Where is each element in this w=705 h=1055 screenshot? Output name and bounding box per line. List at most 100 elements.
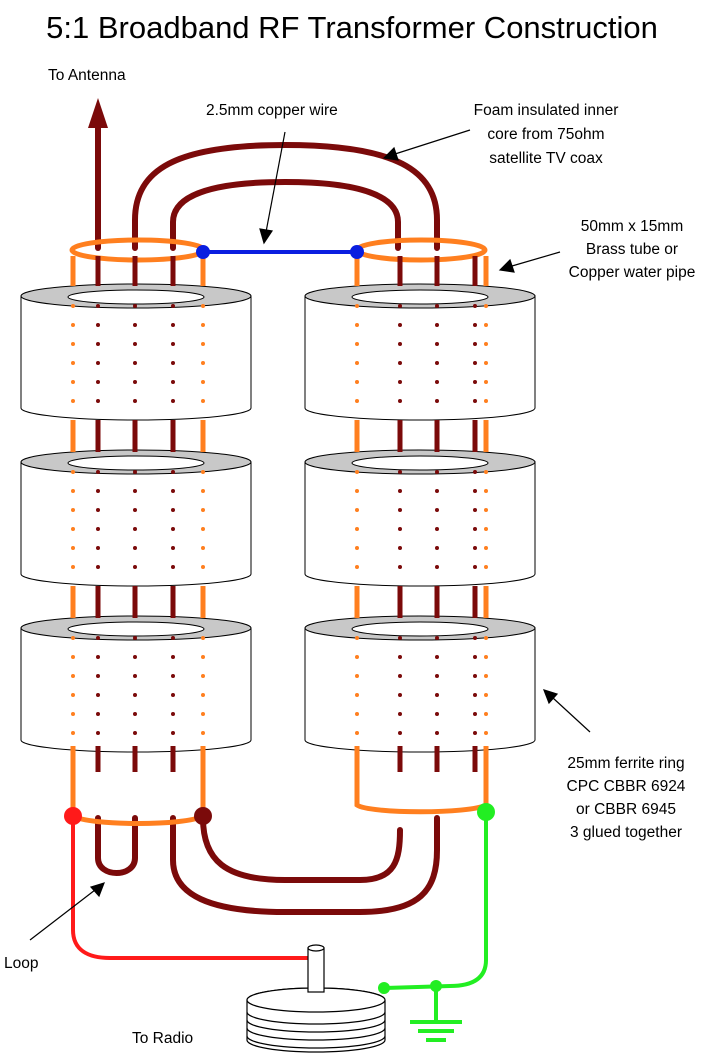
brass-dot	[355, 380, 359, 384]
brass-dot	[201, 731, 205, 735]
brass-dot	[71, 489, 75, 493]
core-dot	[96, 636, 100, 640]
core-dot	[133, 470, 137, 474]
core-dot	[398, 266, 402, 270]
core-dot	[96, 304, 100, 308]
right-tube-bottom	[354, 770, 489, 815]
brass-dot	[484, 693, 488, 697]
core-dot	[171, 282, 175, 286]
brass-dot	[355, 361, 359, 365]
brass-dot	[71, 731, 75, 735]
ferrite-ring-right-2	[304, 449, 536, 587]
core-dot	[171, 693, 175, 697]
radio-lead-red	[71, 816, 308, 960]
label-brass-tube: 50mm x 15mm Brass tube or Copper water p…	[569, 218, 696, 281]
core-dot	[435, 693, 439, 697]
core-dot	[398, 489, 402, 493]
brass-dot	[71, 470, 75, 474]
core-dot	[133, 565, 137, 569]
brass-dot	[201, 380, 205, 384]
core-dot	[435, 636, 439, 640]
ground-lead-green	[384, 812, 488, 990]
core-dot	[171, 470, 175, 474]
ground-node-connector	[378, 982, 390, 994]
brass-dot	[71, 342, 75, 346]
brass-dot	[201, 323, 205, 327]
brass-dot	[71, 508, 75, 512]
brass-dot	[355, 508, 359, 512]
ferrite-ring-right-3	[304, 615, 536, 753]
core-dot	[171, 399, 175, 403]
brass-dot	[484, 470, 488, 474]
brass-dot	[71, 546, 75, 550]
core-dot	[398, 565, 402, 569]
core-dot	[171, 674, 175, 678]
core-dot	[133, 361, 137, 365]
svg-text:50mm x 15mm: 50mm x 15mm	[581, 218, 684, 235]
brass-dot	[71, 693, 75, 697]
core-dot	[398, 731, 402, 735]
core-dot	[473, 674, 477, 678]
core-dot	[171, 731, 175, 735]
core-dot	[96, 380, 100, 384]
core-dot	[473, 266, 477, 270]
brass-dot	[201, 712, 205, 716]
core-dot	[473, 489, 477, 493]
brass-dot	[355, 470, 359, 474]
core-dot	[133, 712, 137, 716]
core-dot	[473, 693, 477, 697]
core-dot	[96, 342, 100, 346]
bottom-arch-outer	[170, 815, 440, 915]
brass-dot	[71, 674, 75, 678]
core-dot	[473, 508, 477, 512]
left-tube-bottom	[70, 770, 206, 826]
bottom-arch-inner	[200, 815, 403, 883]
brass-dot	[484, 361, 488, 365]
copper-wire-node-left	[196, 245, 210, 259]
core-dot	[473, 323, 477, 327]
brass-dot	[355, 636, 359, 640]
brass-dot	[484, 508, 488, 512]
core-dot	[171, 546, 175, 550]
hidden-wire-dots	[70, 256, 489, 772]
core-dot	[473, 636, 477, 640]
core-dot	[435, 266, 439, 270]
core-dot	[435, 361, 439, 365]
core-dot	[435, 712, 439, 716]
brass-dot	[355, 693, 359, 697]
core-dot	[398, 361, 402, 365]
core-dot	[398, 380, 402, 384]
core-dot	[133, 527, 137, 531]
ground-node-right	[477, 803, 495, 821]
brass-dot	[71, 304, 75, 308]
brass-dot	[355, 342, 359, 346]
brass-dot	[355, 399, 359, 403]
radio-connections	[71, 812, 488, 1042]
core-dot	[398, 712, 402, 716]
core-dot	[435, 489, 439, 493]
core-dot	[435, 399, 439, 403]
brass-dot	[201, 546, 205, 550]
label-foam-core: Foam insulated inner core from 75ohm sat…	[474, 102, 619, 167]
brass-dot	[71, 361, 75, 365]
core-dot	[96, 565, 100, 569]
core-dot	[473, 380, 477, 384]
ferrite-rings	[20, 283, 536, 753]
svg-text:satellite TV coax: satellite TV coax	[489, 150, 603, 167]
brass-dot	[484, 304, 488, 308]
callout-arrows	[29, 129, 591, 941]
brass-dot	[71, 399, 75, 403]
core-dot	[171, 508, 175, 512]
svg-text:25mm ferrite ring: 25mm ferrite ring	[567, 755, 684, 772]
core-dot	[96, 546, 100, 550]
coax-core-wires	[95, 115, 440, 915]
copper-wire-node-right	[350, 245, 364, 259]
top-arch-outer	[132, 141, 440, 251]
core-dot	[96, 712, 100, 716]
core-dot	[473, 655, 477, 659]
brass-dot	[201, 304, 205, 308]
core-dot	[133, 655, 137, 659]
brass-dot	[484, 674, 488, 678]
diagram-title: 5:1 Broadband RF Transformer Constructio…	[46, 10, 658, 45]
